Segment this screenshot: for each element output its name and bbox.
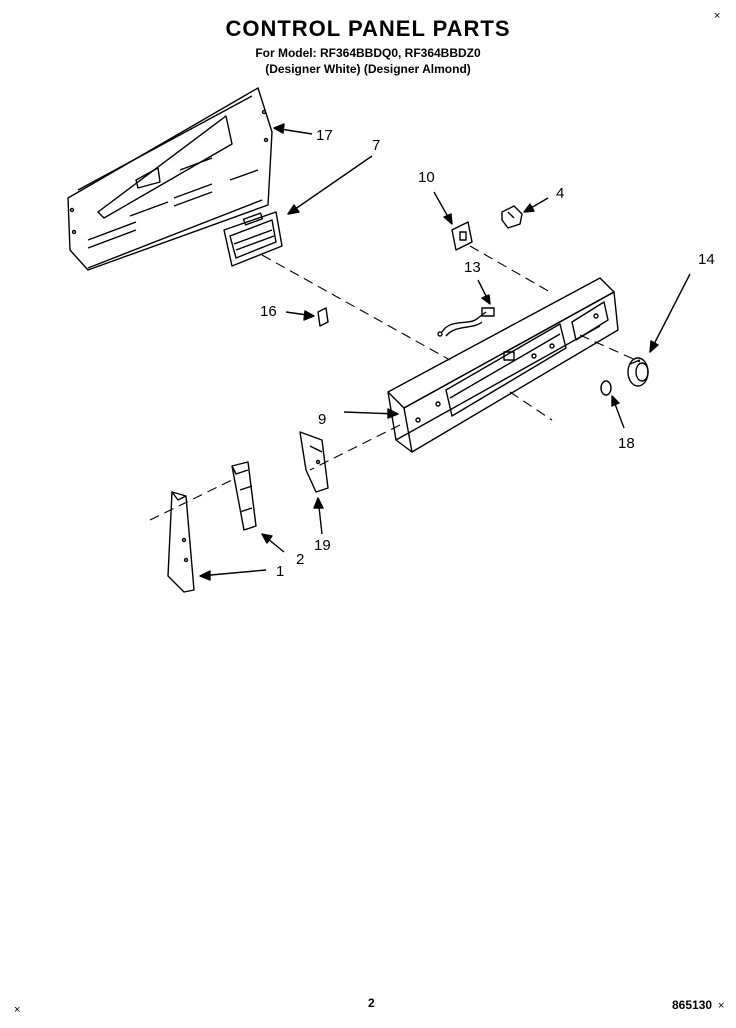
part-label-16: 16 [260,303,277,320]
part-17-back-panel [67,87,273,271]
part-13-wire-harness [437,307,495,337]
page-title: CONTROL PANEL PARTS [225,16,511,41]
arrowhead-18 [611,395,620,407]
part-label-13: 13 [464,259,481,276]
corner-mark-bottom-left: × [14,1004,21,1016]
callout-arrow-1 [199,569,267,577]
part-label-14: 14 [698,251,715,268]
part-4-clip [501,205,523,229]
page-number: 2 [368,996,375,1010]
part-label-4: 4 [556,185,564,202]
arrowhead-14 [649,340,659,353]
arrowhead-19 [313,497,324,509]
part-label-7: 7 [372,137,380,154]
part-1-outer-end-cap [167,491,195,593]
part-label-1: 1 [276,563,284,580]
arrowhead-2 [261,533,273,544]
part-10-switch [451,221,473,251]
part-16-bracket [317,307,329,327]
part-label-18: 18 [618,435,635,452]
part-14-knob [627,357,649,387]
color-subtitle: (Designer White) (Designer Almond) [265,62,471,76]
callout-arrow-7 [287,155,373,215]
model-subtitle: For Model: RF364BBDQ0, RF364BBDZ0 [255,46,481,60]
part-label-17: 17 [316,127,333,144]
part-2-inner-end-cap [231,461,257,531]
arrowhead-1 [199,570,211,581]
part-label-9: 9 [318,411,326,428]
part-label-19: 19 [314,537,331,554]
part-9-control-panel [387,277,619,453]
arrowhead-13 [481,294,491,305]
arrowhead-9 [387,408,399,419]
arrowhead-7 [287,204,300,215]
arrowhead-4 [523,203,535,213]
arrowhead-10 [443,213,453,225]
document-number: 865130 [672,998,713,1012]
part-19-side-bracket [299,431,329,493]
part-7-keypad-overlay [223,211,283,267]
part-label-2: 2 [296,551,304,568]
arrowhead-16 [303,310,315,321]
assembly-guide-lines [149,245,641,521]
corner-mark-top-right: × [714,10,721,22]
part-18-button-plug [600,380,612,396]
arrowhead-17 [273,123,285,134]
callout-arrow-14 [649,273,691,353]
part-label-10: 10 [418,169,435,186]
corner-mark-bottom-right: × [718,1000,725,1012]
